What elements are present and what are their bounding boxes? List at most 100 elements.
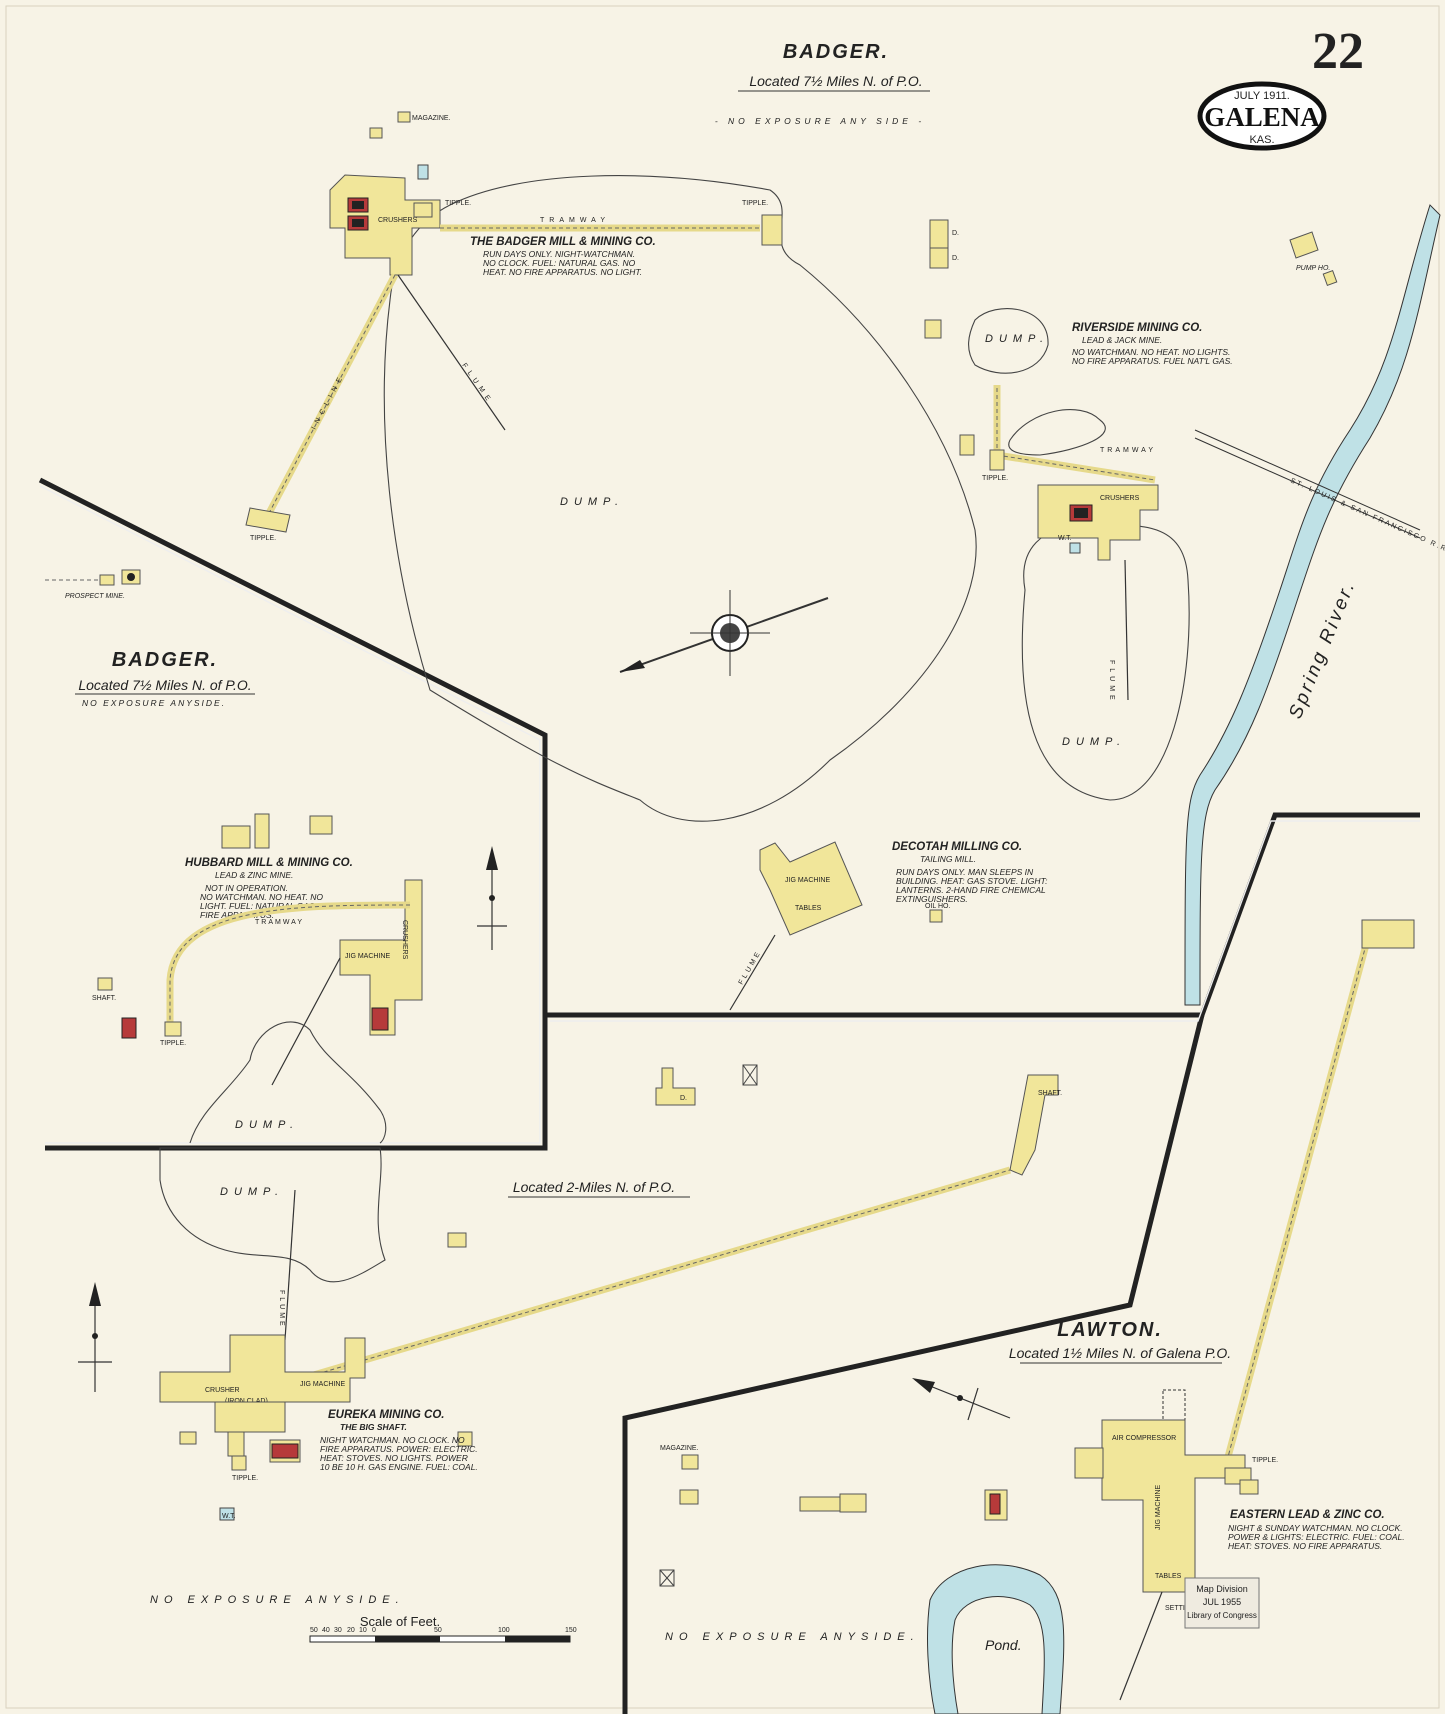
scale-tick-50b: 50 — [434, 1627, 442, 1634]
riverside-type: LEAD & JACK MINE. — [1082, 335, 1162, 345]
middle-subtitle: Located 2-Miles N. of P.O. — [513, 1179, 675, 1195]
eureka-type: THE BIG SHAFT. — [340, 1422, 407, 1432]
north-arrow-left-inset — [477, 846, 507, 950]
eastern-line-2: POWER & LIGHTS: ELECTRIC. FUEL: COAL. — [1228, 1532, 1405, 1542]
decotah-line-2: BUILDING. HEAT: GAS STOVE. LIGHT: — [896, 876, 1048, 886]
lawton-magazine-label: MAGAZINE. — [660, 1445, 699, 1452]
riverside-flume-label: FLUME — [1108, 660, 1115, 704]
lawton-subtitle: Located 1½ Miles N. of Galena P.O. — [1009, 1345, 1231, 1361]
eastern-small-bldg — [1239, 1479, 1259, 1495]
badger-mill-line-2: NO CLOCK. FUEL: NATURAL GAS. NO — [483, 258, 636, 268]
eureka-wt-label: W.T. — [222, 1513, 236, 1520]
hubbard-shaft-bldg — [121, 1017, 137, 1039]
badger-incline-dash — [267, 274, 396, 516]
eastern-tramway-dash — [1224, 929, 1371, 1469]
lawton-section: LAWTON. Located 1½ Miles N. of Galena P.… — [659, 919, 1415, 1714]
badger-tipple-label: TIPPLE. — [445, 200, 471, 207]
badger-top-exposure: - NO EXPOSURE ANY SIDE - — [715, 116, 925, 126]
eureka-flume-label: FLUME — [278, 1290, 285, 1329]
badger-top-section: BADGER. Located 7½ Miles N. of P.O. - NO… — [45, 41, 1338, 822]
sheet-date: JULY 1911. — [1234, 90, 1290, 102]
sw-tipple-bldg — [245, 507, 291, 533]
state-abbr: KAS. — [1249, 134, 1274, 146]
riverside-mill-bldg — [1037, 484, 1159, 561]
badger-mill-line-3: HEAT. NO FIRE APPARATUS. NO LIGHT. — [483, 267, 642, 277]
badger-flume — [397, 274, 506, 431]
scale-tick-0: 0 — [372, 1627, 376, 1634]
hubbard-mill-bldg — [339, 879, 423, 1036]
hubbard-line-1: NOT IN OPERATION. — [205, 883, 288, 893]
lawton-magazine — [681, 1454, 699, 1470]
middle-dwelling-label: D. — [680, 1095, 687, 1102]
scale-tick-40: 40 — [322, 1627, 330, 1634]
riverside-small-bldg — [959, 434, 975, 456]
eastern-tables-label: TABLES — [1155, 1573, 1182, 1580]
scale-tick-10: 10 — [359, 1627, 367, 1634]
eureka-water-tank — [219, 1507, 235, 1521]
hubbard-type: LEAD & ZINC MINE. — [215, 870, 293, 880]
riverside-dump-1 — [968, 308, 1049, 374]
decotah-line-4: EXTINGUISHERS. — [896, 894, 968, 904]
hubbard-tramway-label: TRAMWAY — [255, 919, 304, 926]
hubbard-flume — [271, 957, 341, 1086]
decotah-oil-ho — [929, 909, 943, 923]
hubbard-tipple-label: TIPPLE. — [160, 1040, 186, 1047]
dwelling-1-label: D. — [952, 230, 959, 237]
pump-house-bldg — [1289, 231, 1319, 259]
eastern-air-compressor-label: AIR COMPRESSOR — [1112, 1435, 1176, 1442]
scale-tick-30: 30 — [334, 1627, 342, 1634]
riverside-tramway-label: TRAMWAY — [1100, 447, 1156, 454]
badger-top-title: BADGER. — [783, 41, 889, 63]
stamp-line-1: Map Division — [1196, 1584, 1248, 1594]
prospect-mine-bldg — [99, 574, 115, 586]
stamp-line-3: Library of Congress — [1187, 1611, 1257, 1620]
eureka-magazine — [457, 1431, 473, 1447]
eureka-dump-label: DUMP. — [220, 1186, 284, 1198]
badger-tramway-label: TRAMWAY — [540, 217, 610, 224]
scale-tick-100: 100 — [498, 1627, 510, 1634]
eureka-line-2: FIRE APPARATUS. POWER: ELECTRIC. — [320, 1444, 478, 1454]
sheet-number: 22 — [1312, 23, 1364, 80]
eureka-tramway-dash — [289, 1169, 1011, 1383]
hubbard-shaft — [97, 977, 113, 991]
scale-bar: Scale of Feet. 50 40 30 20 10 0 50 100 1… — [309, 1614, 577, 1643]
lawton-shaft-bldg — [839, 1493, 867, 1513]
eastern-line-3: HEAT: STOVES. NO FIRE APPARATUS. — [1228, 1541, 1382, 1551]
prospect-mine-label: PROSPECT MINE. — [65, 593, 125, 600]
eureka-dump — [159, 1147, 386, 1283]
eastern-name: EASTERN LEAD & ZINC CO. — [1230, 1509, 1385, 1521]
paper-edge — [5, 5, 1440, 1709]
eureka-name: EUREKA MINING CO. — [328, 1409, 445, 1421]
lawton-title: LAWTON. — [1057, 1319, 1163, 1341]
pond-inner — [951, 1596, 1045, 1714]
riverside-line-2: NO FIRE APPARATUS. FUEL NAT'L GAS. — [1072, 356, 1233, 366]
badger-left-subtitle: Located 7½ Miles N. of P.O. — [78, 677, 251, 693]
hubbard-tramway-dash — [169, 904, 411, 1025]
eastern-flume — [1119, 1591, 1163, 1701]
decotah-flume — [729, 934, 776, 1011]
magazine-bldg — [397, 111, 411, 123]
lawton-small-bldg — [679, 1489, 699, 1505]
decotah-section: JIG MACHINE TABLES OIL HO. FLUME DECOTAH… — [729, 841, 1048, 1011]
compass-rose — [619, 590, 829, 676]
hubbard-crushers-label: CRUSHERS — [401, 920, 408, 960]
badger-tipple-bldg — [761, 214, 783, 246]
large-dump-outline — [383, 175, 977, 822]
badger-mill-building: CRUSHERS TIPPLE. — [329, 174, 471, 276]
scale-title: Scale of Feet. — [360, 1614, 440, 1629]
hubbard-dwelling — [221, 825, 251, 849]
pond-label: Pond. — [985, 1637, 1022, 1653]
large-dump-label: DUMP. — [560, 496, 624, 508]
eureka-flume — [284, 1189, 296, 1341]
riverside-tipple — [989, 449, 1005, 471]
riverside-name: RIVERSIDE MINING CO. — [1072, 322, 1202, 334]
library-stamp: Map Division JUL 1955 Library of Congres… — [1184, 1577, 1260, 1629]
decotah-oil-ho-label: OIL HO. — [925, 903, 950, 910]
scale-tick-150: 150 — [565, 1627, 577, 1634]
eureka-crusher-label: CRUSHER — [205, 1387, 240, 1394]
badger-crushers-label: CRUSHERS — [378, 217, 418, 224]
town-cartouche: JULY 1911. GALENA KAS. — [1197, 81, 1327, 151]
eastern-shaft-bldg — [1361, 919, 1415, 949]
town-name: GALENA — [1204, 102, 1320, 132]
